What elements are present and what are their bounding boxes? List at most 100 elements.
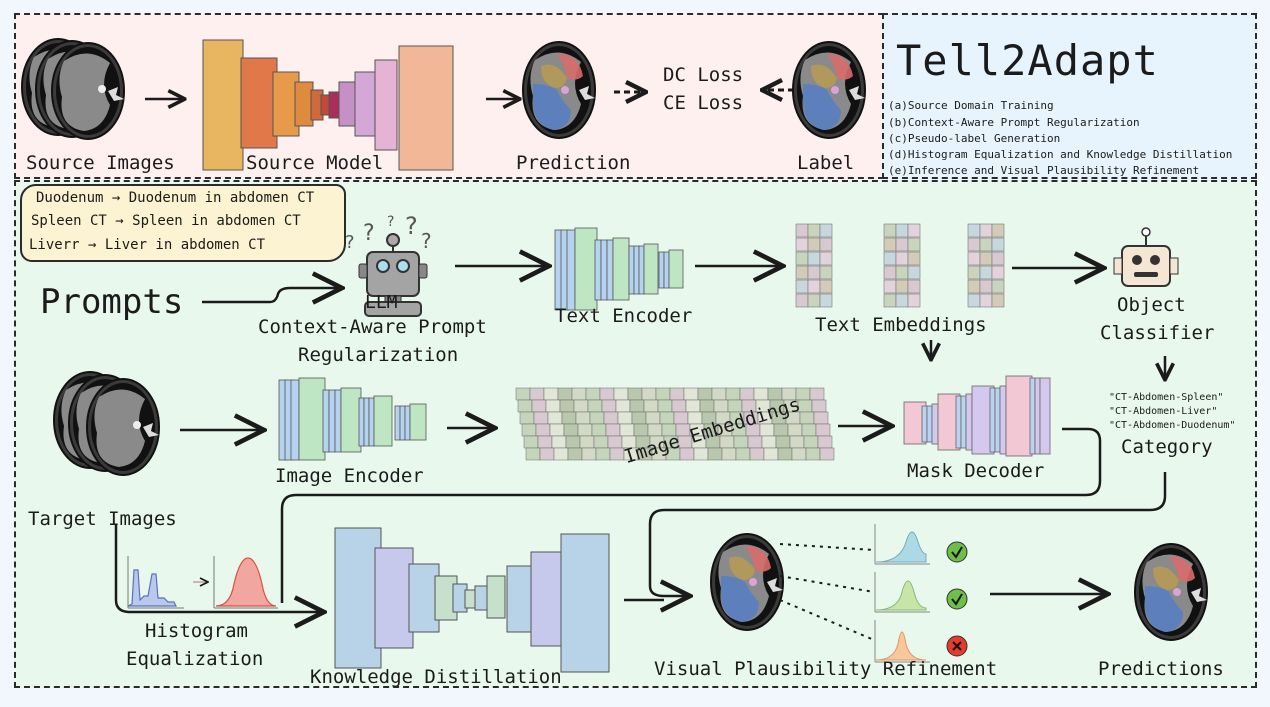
target-ct-stack xyxy=(53,371,160,476)
llm-label: LLM xyxy=(365,292,398,313)
embedding-cube xyxy=(991,265,1005,280)
embedding-cube xyxy=(819,237,833,252)
prompts-label: Prompts xyxy=(40,282,184,322)
dc-loss-label: DC Loss xyxy=(663,64,744,86)
embedding-cube xyxy=(967,251,981,266)
svg-text:?: ? xyxy=(363,221,375,246)
embedding-cube xyxy=(895,223,909,238)
embedding-cube xyxy=(979,223,993,238)
equalization-label: Equalization xyxy=(126,648,264,670)
embedding-cube xyxy=(531,399,547,413)
embedding-cube xyxy=(795,293,809,308)
embedding-cube xyxy=(883,293,897,308)
classifier-robot-icon xyxy=(1113,227,1179,287)
embedding-cube xyxy=(991,279,1005,294)
final-prediction-ct-segmentation xyxy=(1134,543,1208,641)
embedding-cube xyxy=(979,237,993,252)
embedding-cube xyxy=(519,411,535,425)
embedding-cube xyxy=(615,399,631,413)
embedding-cube xyxy=(599,387,615,401)
embedding-cube xyxy=(613,387,629,401)
embedding-cube xyxy=(907,293,921,308)
source-model-network xyxy=(202,39,454,171)
embedding-cube xyxy=(697,387,713,401)
embedding-cube xyxy=(739,387,755,401)
embedding-cube xyxy=(979,293,993,308)
arrow-down-icon xyxy=(1158,356,1172,384)
embedding-cube xyxy=(895,293,909,308)
embedding-cube xyxy=(575,411,591,425)
embedding-cube xyxy=(685,399,701,413)
diagram-title: Tell2Adapt xyxy=(896,36,1159,85)
embedding-cube xyxy=(883,251,897,266)
embedding-cube xyxy=(571,387,587,401)
legend-item-a: (a)Source Domain Training xyxy=(888,99,1054,112)
svg-text:?: ? xyxy=(405,212,418,240)
prompt-correction-bubble xyxy=(20,184,346,262)
text-encoder-label: Text Encoder xyxy=(555,305,693,327)
embedding-cube xyxy=(547,411,563,425)
embedding-cube xyxy=(671,399,687,413)
legend-item-b: (b)Context-Aware Prompt Regularization xyxy=(888,116,1140,129)
source-images-label: Source Images xyxy=(26,152,175,174)
text-embeddings-label: Text Embeddings xyxy=(815,314,987,336)
dashed-arrow-icon xyxy=(614,86,654,98)
embedding-cube xyxy=(641,387,657,401)
mask-to-distillation-connector xyxy=(280,427,1102,603)
text-encoder-network xyxy=(554,227,684,311)
embedding-cube xyxy=(573,399,589,413)
embedding-cube xyxy=(819,279,833,294)
embedding-cube xyxy=(807,265,821,280)
embedding-cube xyxy=(673,411,689,425)
embedding-cube xyxy=(967,223,981,238)
prediction-ct-segmentation xyxy=(522,41,596,139)
category-to-refinement-connector xyxy=(648,472,1167,598)
arrow-icon xyxy=(447,418,502,438)
embedding-cube xyxy=(895,237,909,252)
embedding-cube xyxy=(529,387,545,401)
svg-text:?: ? xyxy=(387,214,394,230)
target-to-histogram-connector xyxy=(114,524,340,630)
prediction-label: Prediction xyxy=(516,152,631,174)
embedding-cube xyxy=(979,251,993,266)
embedding-cube xyxy=(807,223,821,238)
embedding-cube xyxy=(545,399,561,413)
category-spleen: "CT-Abdomen-Spleen" xyxy=(1109,392,1224,403)
category-liver: "CT-Abdomen-Liver" xyxy=(1109,406,1218,417)
llm-robot-icon: ? ? ? ? ? xyxy=(345,212,432,317)
embedding-cube xyxy=(585,387,601,401)
image-encoder-network xyxy=(278,377,427,461)
check-pass-icon xyxy=(946,541,968,563)
embedding-cube xyxy=(967,237,981,252)
ce-loss-label: CE Loss xyxy=(663,92,744,114)
embedding-cube xyxy=(657,399,673,413)
context-aware-prompt-label: Context-Aware Prompt xyxy=(258,316,487,338)
arrow-icon xyxy=(455,256,555,276)
embedding-cube xyxy=(883,237,897,252)
embedding-cube xyxy=(991,237,1005,252)
cross-fail-icon xyxy=(946,635,968,657)
embedding-cube xyxy=(543,387,559,401)
embedding-cube xyxy=(813,411,829,425)
embedding-cube xyxy=(883,223,897,238)
check-pass-icon xyxy=(946,588,968,610)
embedding-cube xyxy=(895,265,909,280)
embedding-cube xyxy=(991,223,1005,238)
embedding-cube xyxy=(627,387,643,401)
classifier-label: Classifier xyxy=(1100,322,1215,344)
embedding-cube xyxy=(699,399,715,413)
embedding-cube xyxy=(795,279,809,294)
embedding-cube xyxy=(557,387,573,401)
embedding-cube xyxy=(907,251,921,266)
embedding-cube xyxy=(683,387,699,401)
embedding-cube xyxy=(795,251,809,266)
predictions-label: Predictions xyxy=(1098,658,1224,680)
embedding-cube xyxy=(907,237,921,252)
embedding-cube xyxy=(659,411,675,425)
embedding-cube xyxy=(617,411,633,425)
embedding-cube xyxy=(967,279,981,294)
embedding-cube xyxy=(819,447,835,461)
legend-panel xyxy=(882,13,1257,179)
source-model-label: Source Model xyxy=(246,152,384,174)
visual-plausibility-refinement-label: Visual Plausibility Refinement xyxy=(654,658,998,680)
